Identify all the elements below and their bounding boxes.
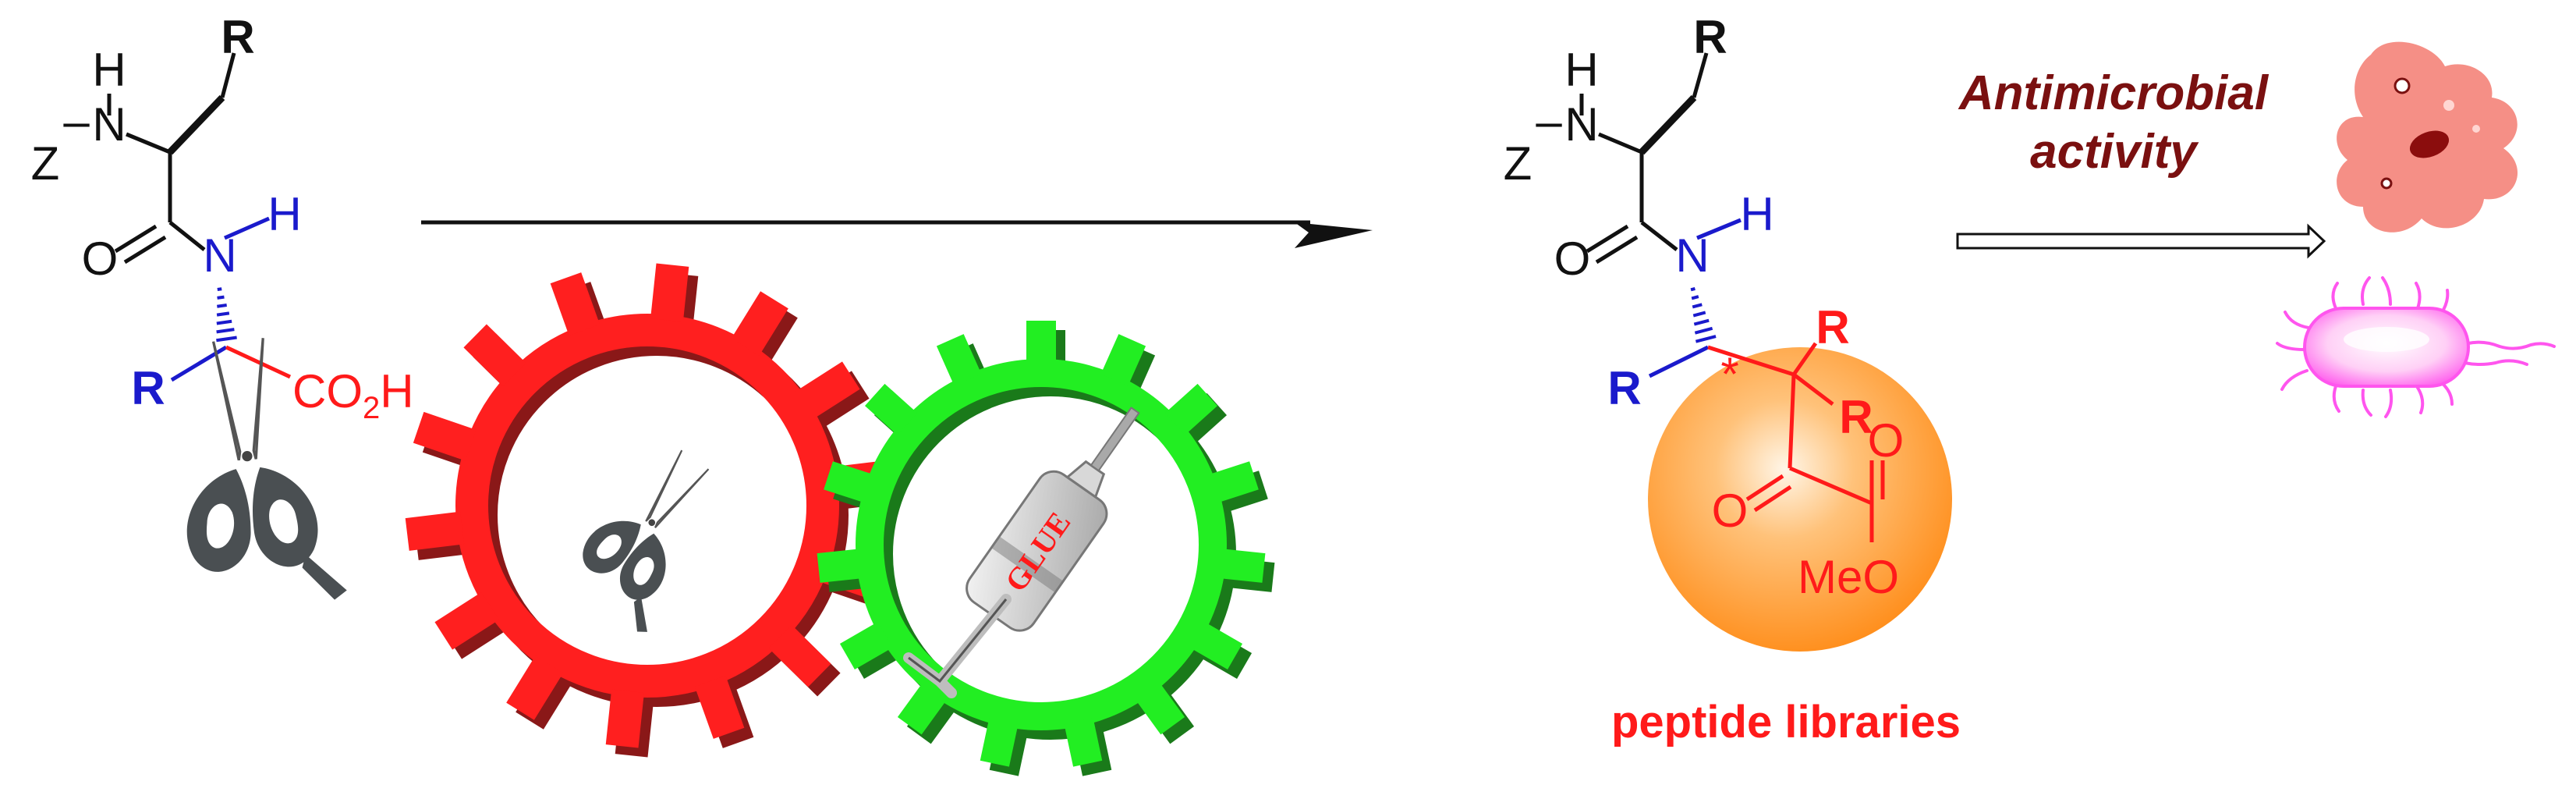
gear-tooth <box>817 549 864 583</box>
gear-tooth <box>605 689 644 748</box>
stereocenter-star: * <box>1720 348 1738 400</box>
gear-tooth <box>506 655 564 720</box>
gear-tooth <box>865 383 918 435</box>
product-r-side: R <box>1607 362 1641 414</box>
hash-stroke <box>216 311 230 317</box>
reactant-z-group: Z <box>31 137 60 190</box>
reactant-r-top: R <box>221 11 254 63</box>
gear-tooth <box>1164 383 1217 435</box>
hash-stroke <box>216 328 235 334</box>
orange-sphere <box>1648 347 1952 652</box>
product-h-amide: H <box>1740 188 1773 240</box>
hashed-wedge-bond <box>216 287 237 343</box>
amoeba-icon <box>2337 41 2518 233</box>
gear-tooth <box>434 591 499 650</box>
gear-tooth <box>694 675 745 739</box>
gear-tooth <box>980 718 1019 767</box>
product-n-amide: N <box>1675 229 1709 282</box>
gear-tooth <box>768 624 831 687</box>
gear-tooth <box>795 361 860 420</box>
bacterium-icon <box>2276 276 2556 418</box>
hash-stroke <box>1691 295 1699 300</box>
product-methoxy: MeO <box>1798 551 1899 603</box>
hash-stroke <box>216 319 232 325</box>
gear-tooth <box>1100 334 1146 386</box>
scissors-icon <box>559 434 745 637</box>
gear-tooth <box>1207 461 1259 503</box>
reactant-o-amide: O <box>82 233 119 285</box>
activity-arrow <box>1956 223 2326 259</box>
gear-tooth <box>1064 718 1103 767</box>
red-gear-icon <box>405 263 899 758</box>
reaction-arrow <box>421 220 1373 248</box>
reactant-r-side: R <box>131 362 165 414</box>
product-o-ester: O <box>1868 414 1905 467</box>
product-peptide: H N – Z R O N H R * R R O O MeO <box>1504 11 1952 652</box>
product-r1: R <box>1816 301 1849 353</box>
product-z-group: Z <box>1504 137 1532 190</box>
reactant-dash: – <box>63 95 90 147</box>
reactant-h-top: H <box>92 44 126 96</box>
gear-tooth <box>650 263 689 322</box>
product-h-top: H <box>1564 44 1598 96</box>
hash-stroke <box>1692 311 1706 318</box>
hash-stroke <box>1695 335 1717 343</box>
hash-stroke <box>1693 318 1710 326</box>
hash-stroke <box>217 304 227 308</box>
reactant-dipeptide: H N – Z R O N H R CO2H <box>31 11 414 612</box>
gear-tooth <box>897 681 948 735</box>
green-gear-icon: GLUE <box>817 321 1275 776</box>
hashed-wedge-bond <box>1690 286 1717 343</box>
product-r-top: R <box>1693 11 1727 63</box>
gear-tooth <box>1135 681 1185 735</box>
reactant-n-amine: N <box>92 98 126 151</box>
gear-tooth <box>1189 622 1243 669</box>
gear-tooth <box>824 461 875 503</box>
gear-tooth <box>731 291 788 356</box>
product-dash: – <box>1536 95 1562 147</box>
gear-tooth <box>936 334 982 386</box>
reactant-h-amide: H <box>268 188 301 240</box>
peptide-libraries-label: peptide libraries <box>1611 697 1961 748</box>
hash-stroke <box>1694 326 1713 335</box>
glue-bottle-icon: GLUE <box>966 407 1140 632</box>
gear-tooth <box>550 272 601 336</box>
activity-label-line2: activity <box>2030 125 2199 179</box>
product-o-amide: O <box>1554 233 1591 285</box>
reactant-carboxyl: CO2H <box>292 365 414 425</box>
hash-stroke <box>1692 303 1703 309</box>
gear-tooth <box>405 511 465 551</box>
activity-label-line1: Antimicrobial <box>1958 66 2270 120</box>
gear-tooth <box>1026 321 1056 364</box>
gear-tooth <box>463 324 526 387</box>
hash-stroke <box>216 336 237 343</box>
product-r2: R <box>1839 391 1873 443</box>
reactant-n-amide: N <box>203 229 236 282</box>
product-n-amine: N <box>1564 98 1598 151</box>
gear-tooth <box>1218 549 1266 583</box>
product-o-keto: O <box>1712 485 1749 537</box>
gear-tooth <box>839 622 893 669</box>
gear-tooth <box>413 411 477 461</box>
hash-stroke <box>217 295 225 300</box>
